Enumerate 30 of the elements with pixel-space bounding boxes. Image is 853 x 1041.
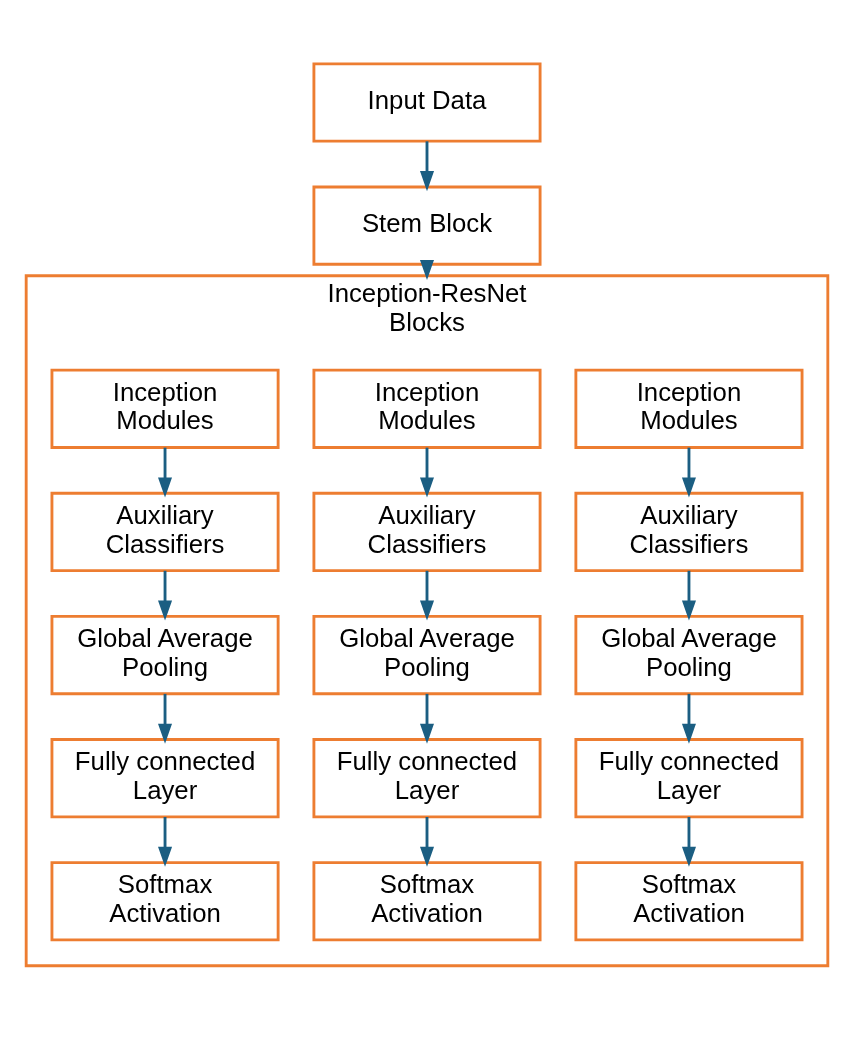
arrow <box>157 570 172 621</box>
node-box: Softmax Activation <box>50 861 280 942</box>
node-box: Auxiliary Classifiers <box>312 491 541 573</box>
node-box: Softmax Activation <box>312 861 541 942</box>
node-box: Input Data <box>312 62 541 143</box>
node-box: Inception Modules <box>50 368 280 449</box>
node-box: Fully connected Layer <box>573 738 803 819</box>
arrow <box>419 570 434 621</box>
arrow <box>681 817 696 867</box>
node-box: Global Average Pooling <box>312 615 541 696</box>
node-box: Inception Modules <box>573 368 803 449</box>
arrow <box>419 141 434 192</box>
arrow <box>157 817 172 867</box>
arrow <box>157 693 172 744</box>
arrow <box>419 259 434 281</box>
node-box: Auxiliary Classifiers <box>573 491 803 573</box>
arrow <box>419 817 434 867</box>
node-box: Fully connected Layer <box>312 738 541 819</box>
node-box: Inception Modules <box>312 368 541 449</box>
node-box: Auxiliary Classifiers <box>50 491 280 573</box>
arrow <box>681 693 696 744</box>
node-box: Fully connected Layer <box>50 738 280 819</box>
arrow <box>419 447 434 498</box>
node-box: Softmax Activation <box>573 861 803 942</box>
node-box: Global Average Pooling <box>50 615 280 696</box>
node-box: Global Average Pooling <box>573 615 803 696</box>
arrow <box>157 447 172 498</box>
arrow <box>419 693 434 744</box>
arrow <box>681 447 696 498</box>
arrow <box>681 570 696 621</box>
